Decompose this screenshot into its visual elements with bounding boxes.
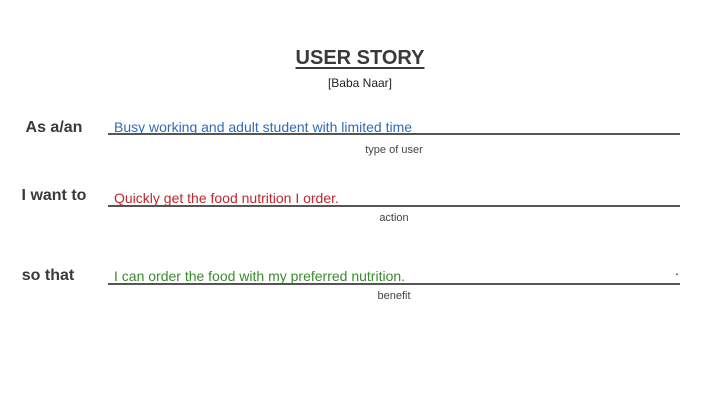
row-label-as-a: As a/an	[25, 119, 83, 136]
benefit-line	[108, 283, 680, 285]
row-label-so-that: so that	[21, 267, 75, 284]
row-label-i-want-to: I want to	[21, 187, 87, 204]
benefit-value: I can order the food with my preferred n…	[114, 268, 406, 284]
action-caption: action	[379, 212, 409, 224]
trailing-period: .	[675, 262, 679, 278]
page-title: USER STORY	[0, 47, 720, 70]
type-of-user-line	[108, 133, 680, 135]
title-text: USER STORY	[295, 47, 425, 69]
type-of-user-value: Busy working and adult student with limi…	[114, 119, 413, 135]
action-line	[108, 205, 680, 207]
author-name: [Baba Naar]	[327, 76, 393, 90]
type-of-user-caption: type of user	[365, 144, 423, 156]
action-value: Quickly get the food nutrition I order.	[114, 190, 339, 206]
benefit-caption: benefit	[377, 290, 411, 302]
